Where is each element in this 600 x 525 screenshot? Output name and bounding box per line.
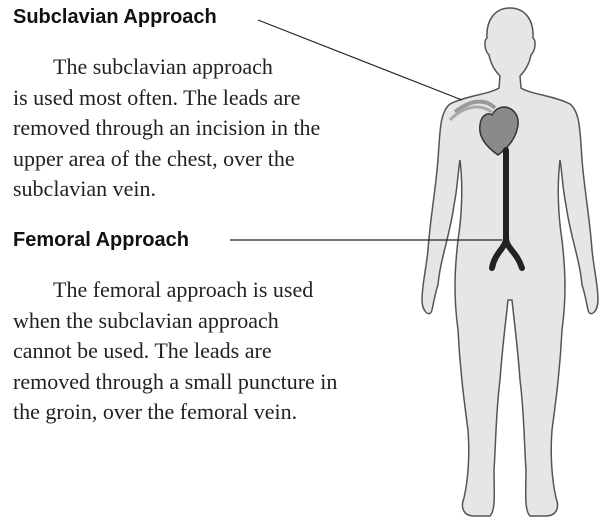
femoral-description: The femoral approach is used when the su… [13, 275, 413, 428]
text-line: The subclavian approach [53, 54, 273, 79]
text-line: The femoral approach is used [53, 277, 314, 302]
text-line: upper area of the chest, over the [13, 145, 295, 171]
text-line: removed through a small puncture in [13, 368, 338, 394]
subclavian-description: The subclavian approach is used most oft… [13, 52, 413, 205]
text-line: subclavian vein. [13, 176, 156, 201]
text-line: the groin, over the femoral vein. [13, 399, 298, 424]
text-line: is used most often. The leads are [13, 84, 301, 110]
subclavian-vein [448, 99, 497, 122]
inferior-vena-cava [489, 147, 525, 271]
body-silhouette [421, 7, 599, 517]
subclavian-pointer-line [257, 19, 463, 101]
text-line: cannot be used. The leads are [13, 338, 272, 363]
text-line: when the subclavian approach [13, 307, 279, 333]
femoral-heading: Femoral Approach [13, 229, 189, 251]
heart-icon [479, 106, 519, 156]
subclavian-heading: Subclavian Approach [13, 6, 217, 28]
text-line: removed through an incision in the [13, 115, 321, 140]
